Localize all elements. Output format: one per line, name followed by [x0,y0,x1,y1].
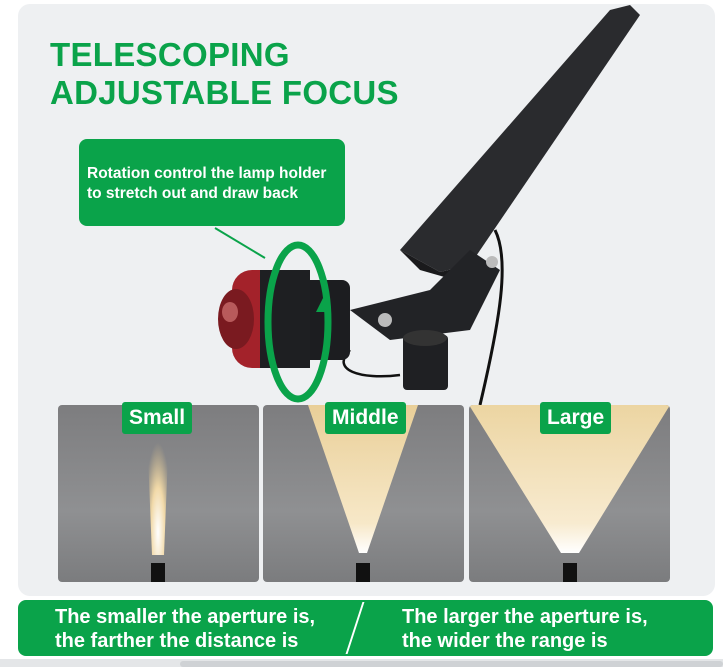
title-line-2: ADJUSTABLE FOCUS [50,74,399,111]
footer-banner: The smaller the aperture is,the farther … [18,600,713,656]
solar-panel [400,5,640,272]
footer-left-line-1: The smaller the aperture is, [55,606,316,628]
footer-left-line-2: the farther the distance is [55,630,299,652]
mount-block [403,335,448,390]
beam-panel-middle [263,405,464,582]
cable [478,229,504,406]
label-large: Large [540,402,612,434]
screw [486,256,498,268]
divider-slash [345,602,365,654]
lamp-illustration [214,5,640,406]
rotation-arrow-icon [264,241,332,403]
beam-panel-small [58,405,259,582]
horizontal-scrollbar[interactable] [180,661,723,667]
page-title: TELESCOPING ADJUSTABLE FOCUS [50,36,399,112]
footer-right-line-1: The larger the aperture is, [402,606,648,628]
label-middle: Middle [325,402,406,434]
title-line-1: TELESCOPING [50,36,290,73]
label-small: Small [122,402,193,434]
screw [378,313,392,327]
callout-pointer [214,227,266,259]
callout-line-2: to stretch out and draw back [87,185,299,202]
callout-box: Rotation control the lamp holder to stre… [79,139,345,226]
callout-line-1: Rotation control the lamp holder [87,165,327,182]
beam-panel-large [469,405,670,582]
footer-right-line-2: the wider the range is [402,630,608,652]
